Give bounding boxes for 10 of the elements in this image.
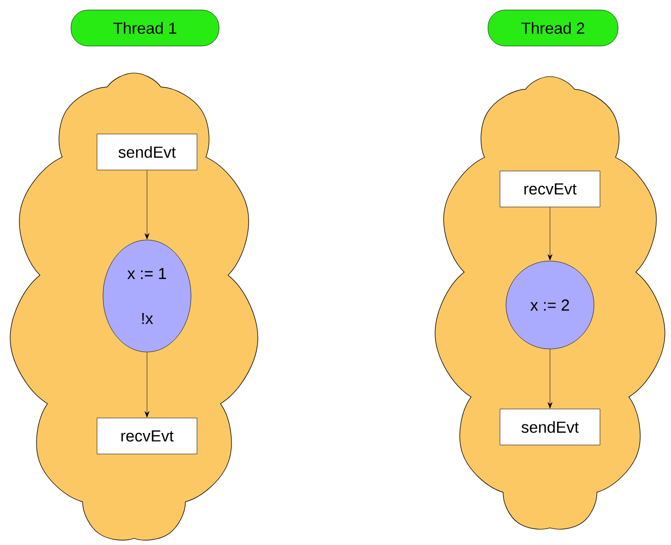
arrow xyxy=(548,349,552,408)
arrow xyxy=(548,207,552,260)
event-box: recvEvt xyxy=(96,418,198,454)
arrow xyxy=(144,170,150,240)
event-box: sendEvt xyxy=(96,134,198,170)
thread-label: Thread 1 xyxy=(70,10,220,46)
thread-label: Thread 2 xyxy=(488,10,618,46)
arrow xyxy=(144,352,150,418)
event-box: recvEvt xyxy=(500,170,600,208)
event-box: sendEvt xyxy=(500,408,600,446)
